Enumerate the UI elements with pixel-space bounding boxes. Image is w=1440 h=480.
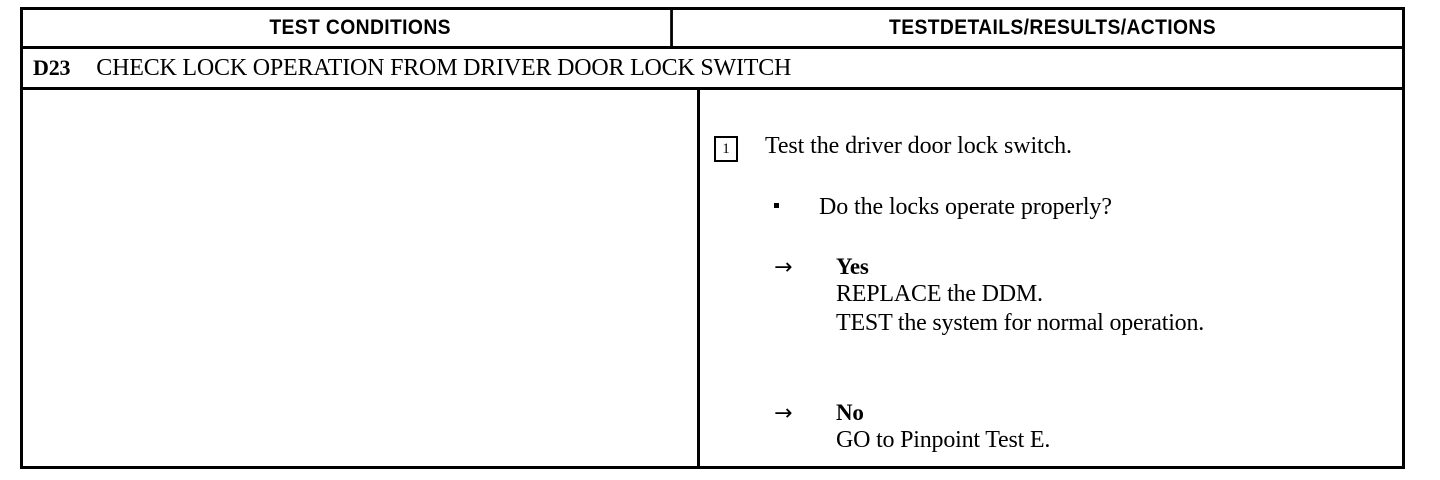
branch-no-label: No (836, 400, 864, 425)
test-step: 1 Test the driver door lock switch. (714, 133, 1392, 162)
branch-yes-body: Yes REPLACE the DDM. TEST the system for… (836, 254, 1204, 337)
test-conditions-cell (23, 90, 700, 466)
question-text: Do the locks operate properly? (819, 194, 1112, 220)
pinpoint-test-table: TEST CONDITIONS TESTDETAILS/RESULTS/ACTI… (20, 7, 1405, 469)
step-instruction: Test the driver door lock switch. (765, 133, 1072, 159)
branch-yes-action-2: TEST the system for normal operation. (836, 309, 1205, 336)
table-header-row: TEST CONDITIONS TESTDETAILS/RESULTS/ACTI… (23, 10, 1402, 49)
step-number-box: 1 (714, 136, 738, 162)
branch-yes: → Yes REPLACE the DDM. TEST the system f… (774, 254, 1204, 337)
branch-yes-action-1: REPLACE the DDM. (836, 281, 1043, 308)
test-code: D23 (33, 55, 71, 80)
arrow-right-icon: → (774, 255, 793, 280)
column-header-test-details: TESTDETAILS/RESULTS/ACTIONS (889, 16, 1216, 39)
question-bullet-line: Do the locks operate properly? (774, 194, 1112, 221)
test-title-row: D23 CHECK LOCK OPERATION FROM DRIVER DOO… (23, 49, 1402, 90)
table-body-row: 1 Test the driver door lock switch. Do t… (23, 90, 1402, 466)
test-step-head: 1 Test the driver door lock switch. (714, 133, 1392, 162)
test-details-cell: 1 Test the driver door lock switch. Do t… (700, 90, 1402, 466)
bullet-dot-icon (774, 203, 779, 208)
branch-no-body: No GO to Pinpoint Test E. (836, 400, 1050, 455)
branch-no: → No GO to Pinpoint Test E. (774, 400, 1050, 455)
branch-no-action-1: GO to Pinpoint Test E. (836, 427, 1051, 454)
test-title: CHECK LOCK OPERATION FROM DRIVER DOOR LO… (96, 54, 792, 81)
column-header-test-conditions: TEST CONDITIONS (50, 10, 673, 46)
arrow-right-icon: → (774, 401, 793, 426)
branch-yes-label: Yes (836, 254, 869, 279)
